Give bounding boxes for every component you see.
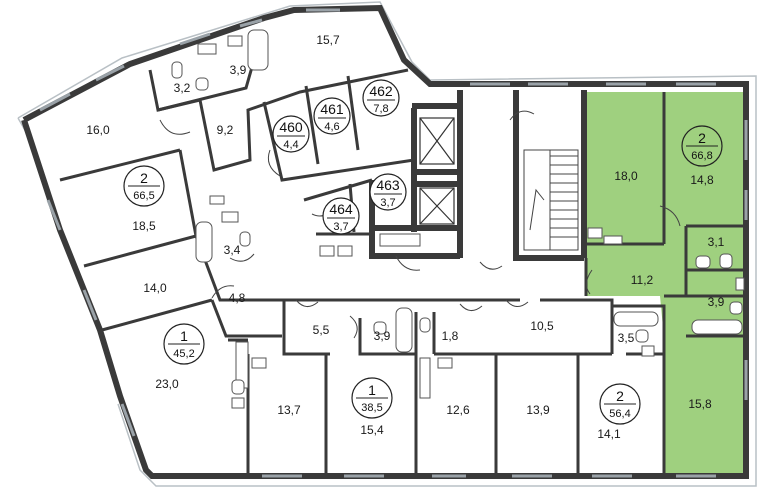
storage-unit-number: 461 — [320, 101, 344, 117]
apartment-room-count: 1 — [368, 382, 376, 398]
room-area-label: 12,6 — [446, 403, 470, 417]
room-area-label: 3,9 — [708, 295, 725, 309]
storage-unit-badge[interactable]: 461 4,6 — [313, 97, 351, 135]
apartment-room-count: 2 — [140, 170, 148, 186]
room-area-label: 15,7 — [316, 33, 340, 47]
apartment-total-area: 66,5 — [133, 190, 154, 202]
room-area-label: 15,8 — [688, 397, 712, 411]
storage-unit-area: 7,8 — [373, 103, 388, 115]
storage-unit-number: 464 — [329, 201, 353, 217]
room-area-label: 14,1 — [597, 427, 621, 441]
exterior-walls — [21, 4, 749, 479]
storage-unit-number: 460 — [279, 119, 303, 135]
apartment-room-count: 1 — [180, 328, 188, 344]
storage-badges: 460 4,4 461 4,6 462 7,8 463 3,7 464 3,7 — [272, 79, 407, 235]
apartment-room-count: 2 — [616, 388, 624, 404]
room-area-label: 14,0 — [143, 281, 167, 295]
apartment-badge[interactable]: 1 45,2 — [163, 323, 205, 365]
apartment-room-count: 2 — [698, 130, 706, 146]
storage-unit-area: 4,6 — [324, 121, 339, 133]
storage-unit-number: 463 — [376, 177, 400, 193]
storage-unit-badge[interactable]: 464 3,7 — [322, 197, 360, 235]
highlighted-apartment-fill[interactable] — [586, 92, 746, 476]
room-area-label: 5,5 — [313, 323, 330, 337]
room-area-label: 3,4 — [224, 243, 241, 257]
room-labels: 15,7 3,9 3,2 16,0 9,2 18,5 3,4 14,0 4,8 … — [86, 33, 724, 441]
storage-unit-badge[interactable]: 463 3,7 — [369, 173, 407, 211]
room-area-label: 3,9 — [374, 329, 391, 343]
storage-unit-badge[interactable]: 462 7,8 — [362, 79, 400, 117]
storage-unit-area: 4,4 — [283, 139, 298, 151]
storage-unit-area: 3,7 — [333, 221, 348, 233]
room-area-label: 3,2 — [174, 81, 191, 95]
room-area-label: 13,9 — [526, 403, 550, 417]
stairwell — [523, 149, 579, 251]
windows — [39, 8, 748, 478]
apartment-badge[interactable]: 2 66,5 — [123, 165, 165, 207]
room-area-label: 3,9 — [230, 63, 247, 77]
apartment-total-area: 56,4 — [609, 408, 630, 420]
room-area-label: 9,2 — [217, 123, 234, 137]
bathroom-fixtures — [171, 29, 745, 409]
room-area-label: 10,5 — [530, 319, 554, 333]
door-swings — [159, 110, 681, 339]
apartment-total-area: 66,8 — [691, 150, 712, 162]
room-area-label: 23,0 — [155, 377, 179, 391]
room-area-label: 18,5 — [132, 219, 156, 233]
highlighted-apartment-area[interactable] — [586, 92, 746, 476]
elevator-shafts — [419, 117, 455, 225]
room-area-label: 11,2 — [631, 273, 654, 287]
apartment-badge[interactable]: 1 38,5 — [351, 377, 393, 419]
apartment-badge-highlighted[interactable]: 2 66,8 — [681, 125, 723, 167]
apartment-total-area: 38,5 — [361, 402, 382, 414]
apartment-total-area: 45,2 — [173, 348, 194, 360]
room-area-label: 14,8 — [690, 173, 714, 187]
storage-unit-area: 3,7 — [380, 197, 395, 209]
apartment-badge[interactable]: 2 56,4 — [599, 383, 641, 425]
room-area-label: 18,0 — [614, 169, 638, 183]
storage-unit-number: 462 — [369, 83, 393, 99]
room-area-label: 13,7 — [277, 403, 301, 417]
storage-unit-badge[interactable]: 460 4,4 — [272, 115, 310, 153]
room-area-label: 16,0 — [86, 123, 110, 137]
apartment-badges: 2 66,5 1 45,2 1 38,5 2 56,4 2 66,8 — [123, 125, 723, 425]
room-area-label: 15,4 — [360, 423, 384, 437]
room-area-label: 1,8 — [442, 329, 459, 343]
room-area-label: 4,8 — [229, 291, 246, 305]
room-area-label: 3,5 — [618, 331, 635, 345]
room-area-label: 3,1 — [708, 235, 725, 249]
